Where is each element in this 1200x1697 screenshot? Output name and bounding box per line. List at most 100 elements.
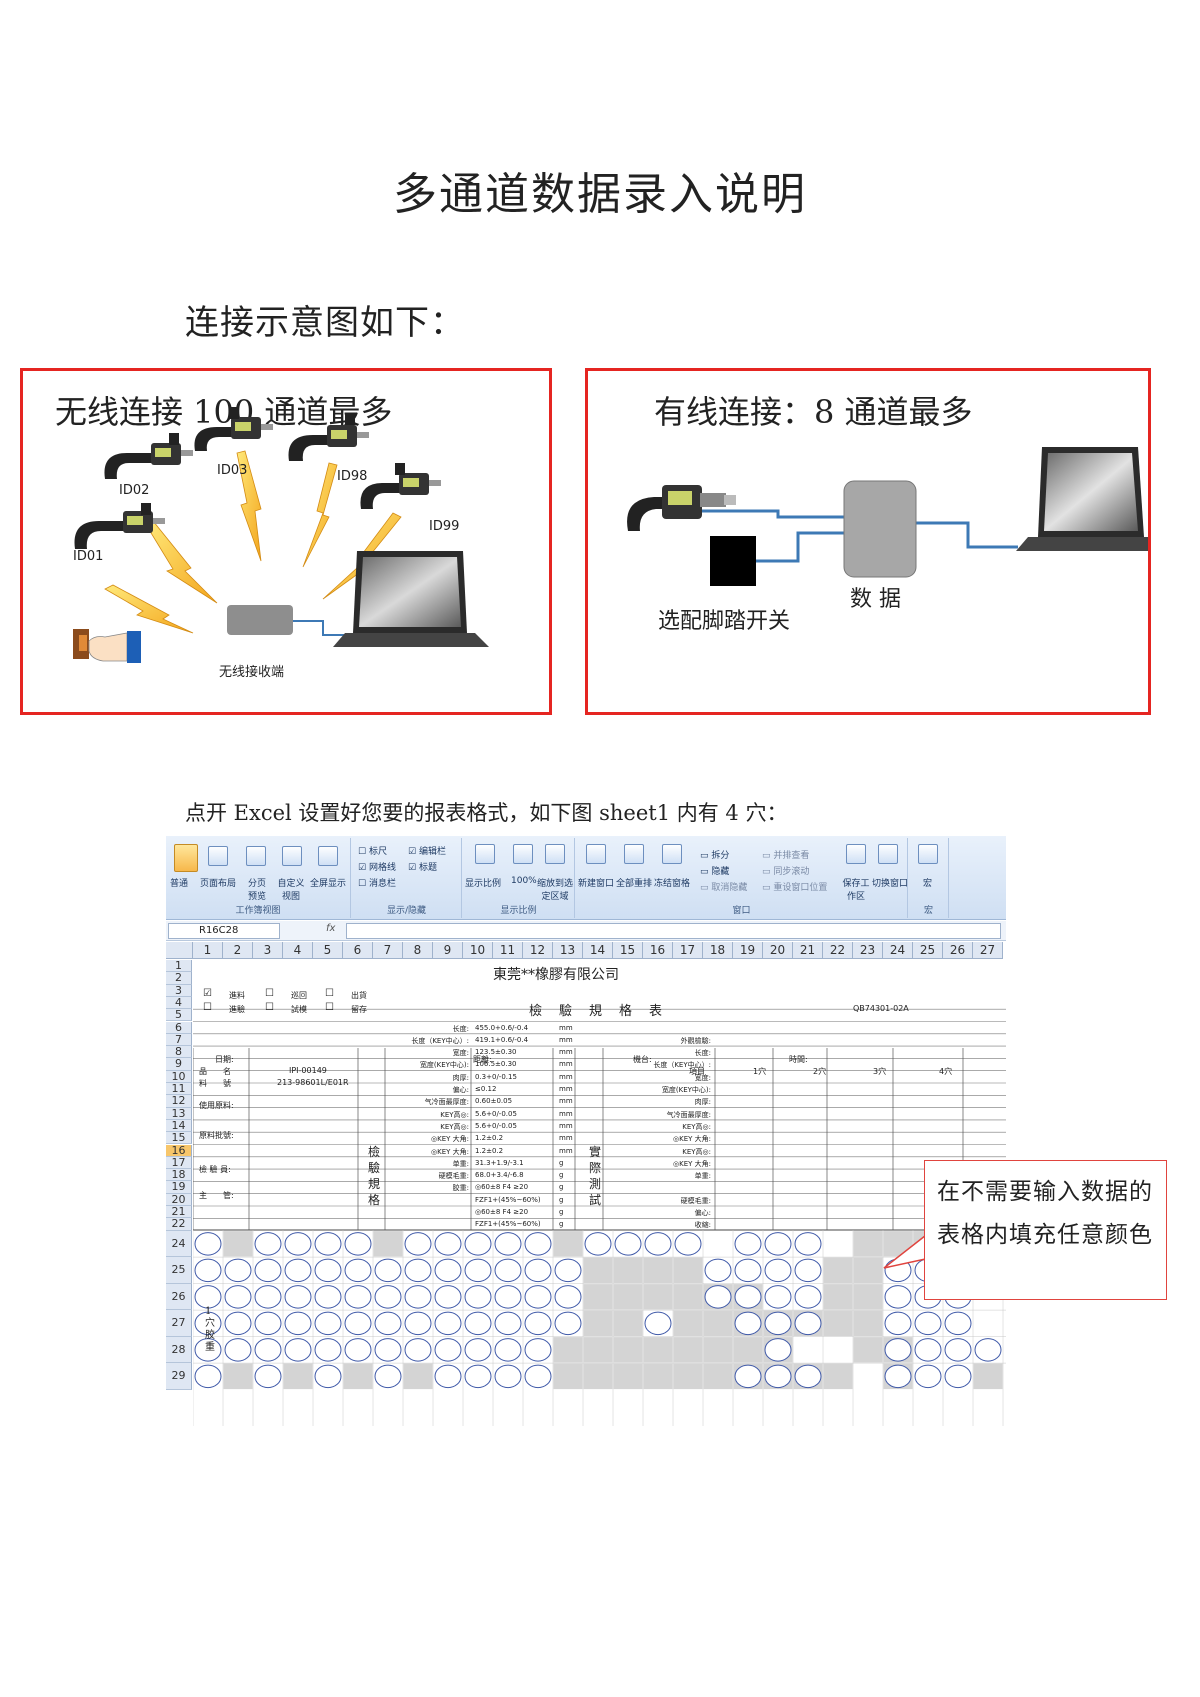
input-cell-marker[interactable] — [194, 1338, 222, 1362]
filled-cell[interactable] — [823, 1310, 853, 1337]
input-cell-marker[interactable] — [254, 1285, 282, 1309]
input-cell-marker[interactable] — [284, 1258, 312, 1283]
input-cell-marker[interactable] — [404, 1311, 432, 1336]
input-cell-marker[interactable] — [494, 1364, 522, 1389]
filled-cell[interactable] — [853, 1310, 883, 1337]
input-cell-marker[interactable] — [434, 1311, 462, 1336]
input-cell-marker[interactable] — [494, 1338, 522, 1362]
side-by-side-button[interactable]: ▭ 并排查看 — [762, 851, 810, 861]
filled-cell[interactable] — [673, 1284, 703, 1310]
hide-button[interactable]: ▭ 隐藏 — [700, 867, 730, 877]
input-cell-marker[interactable] — [224, 1258, 252, 1283]
zoom-icon[interactable] — [475, 844, 495, 864]
filled-cell[interactable] — [613, 1284, 643, 1310]
filled-cell[interactable] — [373, 1231, 403, 1257]
filled-cell[interactable] — [283, 1363, 313, 1390]
filled-cell[interactable] — [613, 1337, 643, 1363]
filled-cell[interactable] — [853, 1257, 883, 1284]
input-cell-marker[interactable] — [374, 1258, 402, 1283]
row-header-18[interactable]: 18 — [166, 1168, 192, 1182]
filled-cell[interactable] — [553, 1363, 583, 1390]
headings-checkbox[interactable]: ☑ 标题 — [408, 863, 437, 873]
row-header-27[interactable]: 27 — [166, 1310, 192, 1337]
filled-cell[interactable] — [643, 1284, 673, 1310]
input-cell-marker[interactable] — [914, 1311, 942, 1336]
filled-cell[interactable] — [883, 1231, 913, 1257]
filled-cell[interactable] — [553, 1231, 583, 1257]
column-header-8[interactable]: 8 — [403, 942, 433, 959]
filled-cell[interactable] — [583, 1284, 613, 1310]
macros-icon[interactable] — [918, 844, 938, 864]
input-cell-marker[interactable] — [884, 1285, 912, 1309]
input-cell-marker[interactable] — [254, 1258, 282, 1283]
filled-cell[interactable] — [643, 1363, 673, 1390]
input-cell-marker[interactable] — [704, 1258, 732, 1283]
filled-cell[interactable] — [703, 1337, 733, 1363]
input-cell-marker[interactable] — [794, 1364, 822, 1389]
input-cell-marker[interactable] — [584, 1232, 612, 1256]
input-cell-marker[interactable] — [494, 1285, 522, 1309]
new-window-icon[interactable] — [586, 844, 606, 864]
input-cell-marker[interactable] — [884, 1311, 912, 1336]
input-cell-marker[interactable] — [764, 1311, 792, 1336]
input-cell-marker[interactable] — [374, 1364, 402, 1389]
input-cell-marker[interactable] — [374, 1285, 402, 1309]
input-cell-marker[interactable] — [434, 1338, 462, 1362]
input-cell-marker[interactable] — [764, 1285, 792, 1309]
row-header-3[interactable]: 3 — [166, 984, 192, 997]
input-cell-marker[interactable] — [404, 1258, 432, 1283]
input-cell-marker[interactable] — [194, 1311, 222, 1336]
input-cell-marker[interactable] — [254, 1311, 282, 1336]
input-cell-marker[interactable] — [344, 1285, 372, 1309]
new-window-button[interactable]: 新建窗口 — [578, 879, 615, 889]
filled-cell[interactable] — [673, 1363, 703, 1390]
column-header-26[interactable]: 26 — [943, 942, 973, 959]
filled-cell[interactable] — [643, 1337, 673, 1363]
row-header-10[interactable]: 10 — [166, 1070, 192, 1083]
filled-cell[interactable] — [583, 1337, 613, 1363]
input-cell-marker[interactable] — [314, 1285, 342, 1309]
filled-cell[interactable] — [703, 1310, 733, 1337]
input-cell-marker[interactable] — [794, 1258, 822, 1283]
message-bar-checkbox[interactable]: ☐ 消息栏 — [358, 879, 396, 889]
column-header-12[interactable]: 12 — [523, 942, 553, 959]
reset-position-button[interactable]: ▭ 重设窗口位置 — [762, 883, 828, 893]
row-header-25[interactable]: 25 — [166, 1257, 192, 1284]
unhide-button[interactable]: ▭ 取消隐藏 — [700, 883, 748, 893]
input-cell-marker[interactable] — [494, 1258, 522, 1283]
input-cell-marker[interactable] — [524, 1258, 552, 1283]
input-cell-marker[interactable] — [494, 1311, 522, 1336]
row-header-13[interactable]: 13 — [166, 1107, 192, 1120]
column-header-16[interactable]: 16 — [643, 942, 673, 959]
filled-cell[interactable] — [973, 1363, 1003, 1390]
column-header-21[interactable]: 21 — [793, 942, 823, 959]
input-cell-marker[interactable] — [974, 1338, 1002, 1362]
input-cell-marker[interactable] — [314, 1364, 342, 1389]
column-header-23[interactable]: 23 — [853, 942, 883, 959]
input-cell-marker[interactable] — [194, 1285, 222, 1309]
filled-cell[interactable] — [823, 1363, 853, 1390]
column-header-20[interactable]: 20 — [763, 942, 793, 959]
input-cell-marker[interactable] — [494, 1232, 522, 1256]
input-cell-marker[interactable] — [344, 1232, 372, 1256]
ruler-checkbox[interactable]: ☐ 标尺 — [358, 847, 387, 857]
column-header-3[interactable]: 3 — [253, 942, 283, 959]
zoom-100-button[interactable]: 100% — [511, 876, 537, 886]
column-header-7[interactable]: 7 — [373, 942, 403, 959]
input-cell-marker[interactable] — [554, 1258, 582, 1283]
column-header-19[interactable]: 19 — [733, 942, 763, 959]
row-header-14[interactable]: 14 — [166, 1119, 192, 1133]
row-header-24[interactable]: 24 — [166, 1230, 192, 1258]
row-header-4[interactable]: 4 — [166, 996, 192, 1010]
filled-cell[interactable] — [853, 1231, 883, 1257]
column-header-27[interactable]: 27 — [973, 942, 1003, 959]
input-cell-marker[interactable] — [254, 1338, 282, 1362]
select-all-corner[interactable] — [166, 942, 193, 959]
input-cell-marker[interactable] — [674, 1232, 702, 1256]
arrange-all-button[interactable]: 全部重排 — [616, 879, 653, 889]
column-header-13[interactable]: 13 — [553, 942, 583, 959]
input-cell-marker[interactable] — [434, 1285, 462, 1309]
arrange-all-icon[interactable] — [624, 844, 644, 864]
freeze-panes-icon[interactable] — [662, 844, 682, 864]
name-box[interactable]: R16C28 — [168, 923, 280, 939]
